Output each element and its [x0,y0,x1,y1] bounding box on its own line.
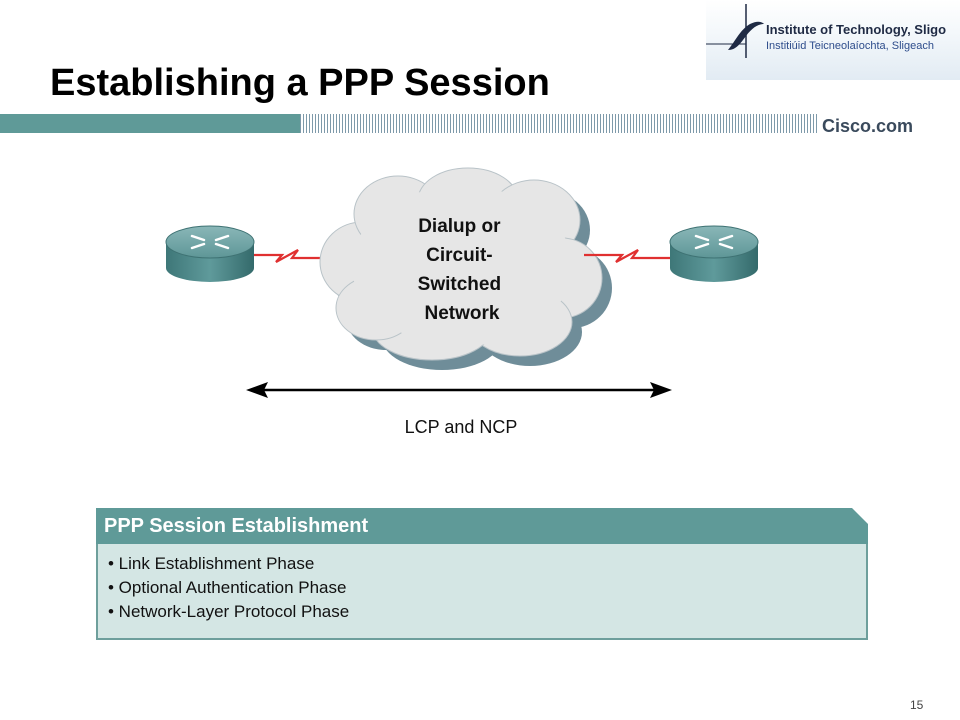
header-bar [0,114,300,133]
logo-name-en: Institute of Technology, Sligo [766,22,947,37]
left-serial-link [254,249,330,263]
slide-title: Establishing a PPP Session [50,62,550,104]
session-box-title: PPP Session Establishment [104,515,369,537]
right-router-icon [669,225,759,282]
phase-item-auth: • Optional Authentication Phase [108,578,347,597]
header-barcode-stripe [300,114,818,133]
cloud-icon: Dialup or Circuit- Switched Network [319,167,612,370]
slide-number: 15 [910,698,924,712]
right-serial-link [584,249,672,263]
session-box-body: • Link Establishment Phase • Optional Au… [96,544,868,640]
cloud-label-line-3: Switched [418,274,501,295]
svg-text:Dialup or Circuit-: Dialup or Circuit- Switched Network [418,216,507,324]
cloud-label-line-4: Network [425,303,500,324]
session-box-header: PPP Session Establishment [96,508,868,544]
cloud-label-line-2: Circuit- [426,245,493,266]
left-router-icon [165,225,255,282]
cisco-brand: Cisco.com [822,116,914,136]
phase-item-link: • Link Establishment Phase [108,554,315,573]
ppp-network-diagram: Dialup or Circuit- Switched Network LCP … [165,167,759,437]
phase-list: • Link Establishment Phase • Optional Au… [98,544,866,624]
session-establishment-box: PPP Session Establishment • Link Establi… [96,508,868,642]
arrow-label: LCP and NCP [405,417,518,437]
logo-swoosh-icon [706,4,764,58]
cloud-label-line-1: Dialup or [418,216,501,237]
logo-name-ga: Institiúid Teicneolaíochta, Sligeach [766,40,934,52]
institute-logo: Institute of Technology, Sligo Institiúi… [706,0,960,80]
phase-item-network: • Network-Layer Protocol Phase [108,602,350,621]
double-arrow-icon [246,382,672,398]
